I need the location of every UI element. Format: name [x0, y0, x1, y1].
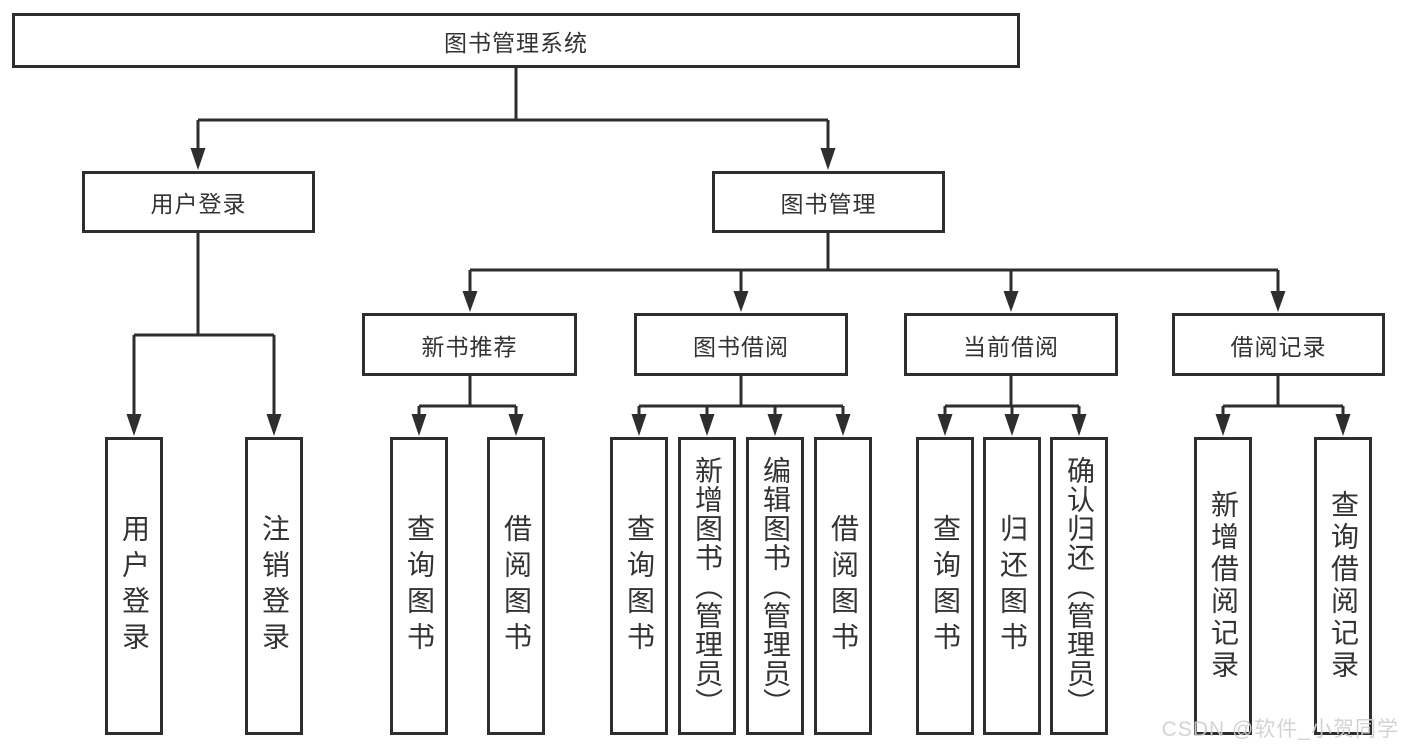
leaf-user-login: 用户登录 [105, 437, 163, 735]
leaf-newrec-query-books-label: 查询图书 [404, 514, 435, 658]
node-book-management: 图书管理 [712, 171, 945, 233]
node-root: 图书管理系统 [12, 13, 1020, 68]
leaf-add-borrow-record: 新增借阅记录 [1194, 437, 1252, 735]
leaf-return-books: 归还图书 [983, 437, 1041, 735]
leaf-borrow-borrow-books: 借阅图书 [814, 437, 872, 735]
leaf-query-borrow-record-label: 查询借阅记录 [1328, 490, 1359, 682]
leaf-query-borrow-record: 查询借阅记录 [1314, 437, 1372, 735]
leaf-borrow-query-books-label: 查询图书 [624, 514, 655, 658]
leaf-current-query-books-label: 查询图书 [930, 514, 961, 658]
node-new-book-recommend: 新书推荐 [362, 313, 577, 376]
leaf-user-login-label: 用户登录 [119, 514, 150, 658]
leaf-current-query-books: 查询图书 [916, 437, 974, 735]
leaf-add-book-admin-label: 新增图书（管理员） [692, 455, 723, 717]
node-book-borrow: 图书借阅 [634, 313, 848, 376]
arrowheads [126, 148, 1351, 436]
leaf-confirm-return-admin-label: 确认归还（管理员） [1064, 455, 1095, 717]
leaf-edit-book-admin: 编辑图书（管理员） [746, 437, 804, 735]
leaf-newrec-query-books: 查询图书 [390, 437, 448, 735]
node-current-borrow: 当前借阅 [904, 313, 1118, 376]
csdn-watermark: CSDN @软件_小贺同学 [1161, 718, 1399, 741]
leaf-borrow-query-books: 查询图书 [610, 437, 668, 735]
leaf-newrec-borrow-books-label: 借阅图书 [501, 514, 532, 658]
leaf-logout-label: 注销登录 [259, 514, 290, 658]
leaf-return-books-label: 归还图书 [997, 514, 1028, 658]
leaf-add-borrow-record-label: 新增借阅记录 [1208, 490, 1239, 682]
leaf-newrec-borrow-books: 借阅图书 [487, 437, 545, 735]
node-book-management-label: 图书管理 [780, 191, 877, 217]
leaf-edit-book-admin-label: 编辑图书（管理员） [760, 455, 791, 717]
node-user-login: 用户登录 [82, 171, 315, 233]
leaf-logout: 注销登录 [245, 437, 303, 735]
node-new-book-recommend-label: 新书推荐 [421, 333, 518, 360]
node-borrow-record-label: 借阅记录 [1230, 333, 1327, 360]
leaf-borrow-borrow-books-label: 借阅图书 [828, 514, 859, 658]
leaf-add-book-admin: 新增图书（管理员） [678, 437, 736, 735]
node-borrow-record: 借阅记录 [1172, 313, 1385, 376]
node-root-label: 图书管理系统 [444, 29, 588, 56]
node-book-borrow-label: 图书借阅 [693, 333, 789, 360]
leaf-confirm-return-admin: 确认归还（管理员） [1050, 437, 1108, 735]
node-user-login-label: 用户登录 [150, 191, 247, 217]
node-current-borrow-label: 当前借阅 [963, 333, 1059, 360]
